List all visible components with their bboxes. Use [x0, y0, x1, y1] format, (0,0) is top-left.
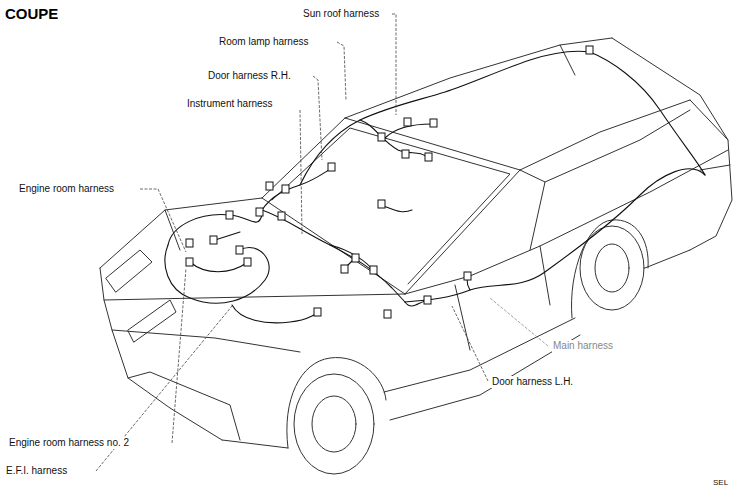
harness-wires — [165, 51, 705, 323]
harness-label: Instrument harness — [186, 98, 274, 110]
connector-symbols — [186, 46, 593, 318]
harness-label: E.F.I. harness — [5, 465, 68, 477]
harness-label: Sun roof harness — [302, 8, 380, 20]
harness-label: Main harness — [552, 340, 614, 352]
harness-label: Engine room harness no. 2 — [8, 437, 130, 449]
leader-lines — [96, 14, 548, 471]
figure-code: SEL — [712, 477, 729, 489]
title: COUPE — [5, 5, 58, 23]
harness-label: Door harness R.H. — [207, 70, 292, 82]
car-body — [100, 38, 732, 474]
harness-label: Door harness L.H. — [491, 376, 574, 388]
harness-label: Room lamp harness — [218, 36, 309, 48]
harness-label: Engine room harness — [18, 183, 115, 195]
